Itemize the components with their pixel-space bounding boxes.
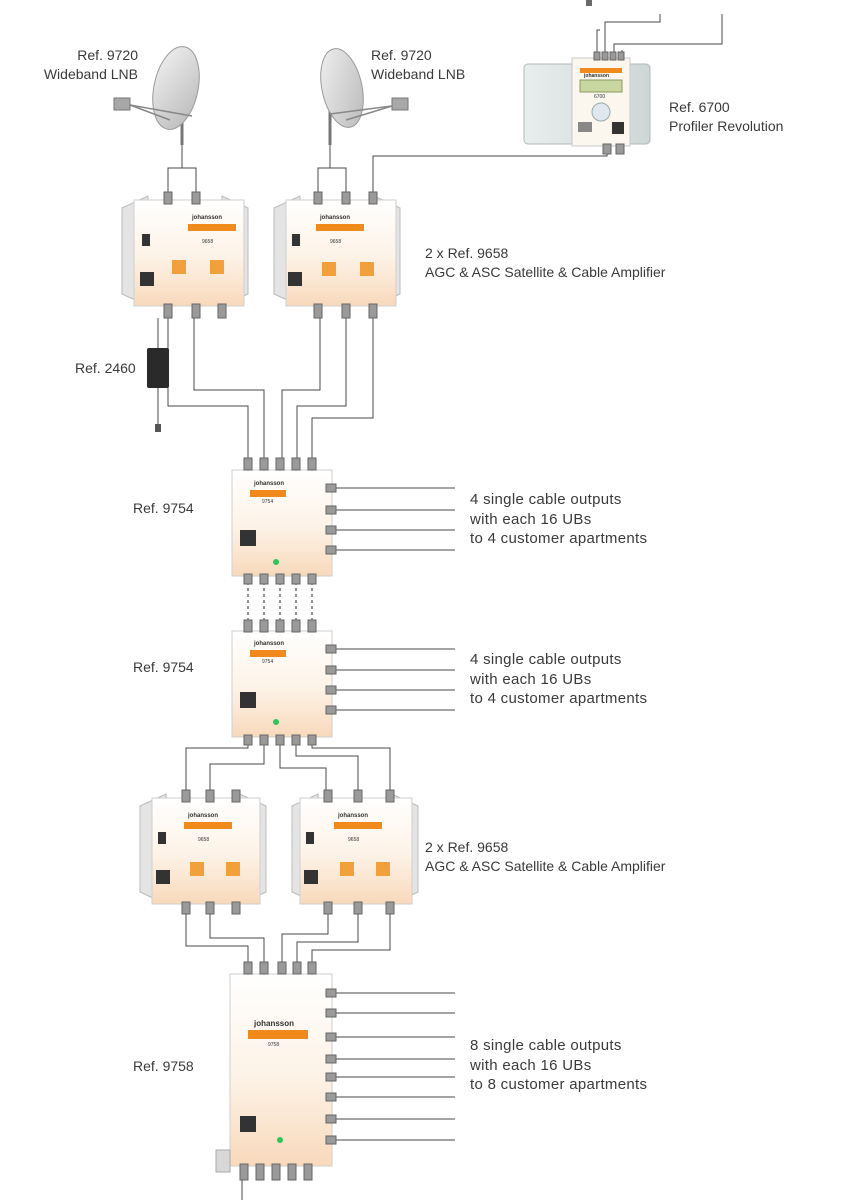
output-line: to 8 customer apartments — [470, 1076, 648, 1093]
amplifier-bottom-left — [139, 789, 267, 915]
brand-logo-profiler: johansson — [584, 73, 610, 79]
model-amp-top-left: 9658 — [202, 239, 214, 245]
lnb-dish-left — [113, 46, 200, 145]
label-amplifier-bottom-name: AGC & ASC Satellite & Cable Amplifier — [425, 858, 666, 874]
label-lnb-left-ref: Ref. 9720 — [77, 47, 138, 63]
multiswitch-3 — [215, 961, 337, 1181]
label-multiswitch-1: Ref. 9754 — [133, 500, 194, 516]
brand-logo-amp-bottom-right: johansson — [338, 813, 369, 819]
output-line: 4 single cable outputs — [470, 651, 622, 668]
multiswitch-1 — [231, 457, 337, 585]
output-line: with each 16 UBs — [470, 1056, 592, 1074]
amplifier-bottom-right — [291, 789, 419, 915]
label-amplifier-bottom-count: 2 x Ref. 9658 — [425, 839, 509, 855]
power-supply — [147, 348, 169, 432]
label-multiswitch-3: Ref. 9758 — [133, 1058, 194, 1074]
label-multiswitch-3-outputs: 8 single cable outputs with each 16 UBs … — [470, 1036, 647, 1095]
brand-logo-ms1: johansson — [254, 481, 285, 487]
label-amplifier-bottom: 2 x Ref. 9658 AGC & ASC Satellite & Cabl… — [425, 838, 665, 876]
label-lnb-right: Ref. 9720 Wideband LNB — [371, 46, 465, 84]
output-line: 8 single cable outputs — [470, 1037, 622, 1054]
label-multiswitch-1-outputs: 4 single cable outputs with each 16 UBs … — [470, 490, 647, 549]
label-amplifier-top: 2 x Ref. 9658 AGC & ASC Satellite & Cabl… — [425, 244, 665, 282]
brand-logo-amp-bottom-left: johansson — [188, 813, 219, 819]
model-profiler: 6700 — [594, 94, 606, 100]
label-lnb-right-ref: Ref. 9720 — [371, 47, 432, 63]
antenna-feed-terminal — [586, 0, 592, 6]
multiswitch-2 — [231, 619, 337, 746]
label-multiswitch-2: Ref. 9754 — [133, 659, 194, 675]
cables — [157, 0, 723, 1200]
label-lnb-right-name: Wideband LNB — [371, 66, 466, 82]
output-line: to 4 customer apartments — [470, 530, 648, 547]
output-line: to 4 customer apartments — [470, 690, 648, 707]
model-amp-bottom-left: 9658 — [198, 837, 210, 843]
label-lnb-left: Ref. 9720 Wideband LNB — [30, 46, 138, 84]
label-amplifier-top-count: 2 x Ref. 9658 — [425, 245, 509, 261]
label-amplifier-top-name: AGC & ASC Satellite & Cable Amplifier — [425, 264, 666, 280]
model-ms1: 9754 — [262, 499, 274, 505]
label-profiler: Ref. 6700 Profiler Revolution — [669, 98, 783, 136]
output-line: with each 16 UBs — [470, 670, 592, 688]
output-line: 4 single cable outputs — [470, 491, 622, 508]
brand-logo-ms2: johansson — [254, 641, 285, 647]
model-ms2: 9754 — [262, 659, 274, 665]
output-line: with each 16 UBs — [470, 510, 592, 528]
label-profiler-name: Profiler Revolution — [669, 118, 784, 134]
label-lnb-left-name: Wideband LNB — [43, 66, 138, 82]
model-ms3: 9758 — [268, 1042, 280, 1048]
label-multiswitch-2-outputs: 4 single cable outputs with each 16 UBs … — [470, 650, 647, 709]
label-profiler-ref: Ref. 6700 — [669, 99, 730, 115]
label-power-supply: Ref. 2460 — [75, 360, 136, 376]
brand-logo-ms3: johansson — [254, 1019, 295, 1028]
brand-logo-amp-top-right: johansson — [320, 215, 351, 221]
brand-logo-amp-top-left: johansson — [192, 215, 223, 221]
lnb-dish-right — [320, 48, 409, 145]
amplifier-top-left — [121, 191, 249, 319]
profiler-device — [523, 51, 651, 155]
amplifier-top-right — [273, 191, 401, 319]
model-amp-bottom-right: 9658 — [348, 837, 360, 843]
model-amp-top-right: 9658 — [330, 239, 342, 245]
